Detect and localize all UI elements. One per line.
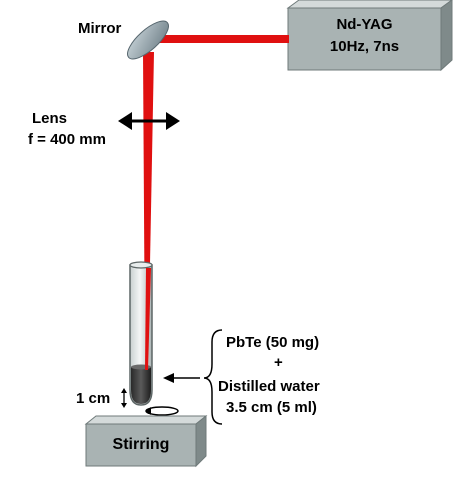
- beam-focus: [145, 268, 151, 370]
- liquid-in-tube: [131, 367, 151, 404]
- depth-label: 1 cm: [76, 390, 111, 407]
- laser-beam-horizontal: [148, 35, 289, 43]
- stirring-platform-top: [84, 415, 208, 425]
- stirring-platform: [84, 414, 208, 468]
- laser-box-front: [287, 7, 442, 71]
- stirring-label: Stirring: [112, 436, 170, 453]
- laser-box-top: [286, 0, 453, 9]
- pointer-arrow: [163, 373, 200, 383]
- mirror-shape: [127, 20, 169, 60]
- lens-focal-length: f = 400 mm: [28, 131, 106, 148]
- sample-plus: +: [274, 354, 283, 371]
- laser-specs: 10Hz, 7ns: [329, 38, 400, 55]
- lens-arrow: [118, 112, 180, 130]
- depth-marker: [121, 388, 127, 408]
- mirror-label: Mirror: [78, 20, 122, 37]
- curly-bracket: [203, 329, 223, 425]
- sample-liquid: Distilled water: [218, 378, 320, 395]
- stirring-platform-side: [195, 414, 207, 468]
- stir-bar-icon: [145, 406, 179, 416]
- sample-volume: 3.5 cm (5 ml): [226, 399, 317, 416]
- stirring-platform-front: [85, 423, 197, 467]
- sample-material: PbTe (50 mg): [226, 334, 320, 351]
- laser-name: Nd-YAG: [336, 16, 393, 33]
- lens-label: Lens: [32, 110, 68, 127]
- laser-box: [286, 0, 453, 72]
- laser-box-side: [440, 0, 453, 72]
